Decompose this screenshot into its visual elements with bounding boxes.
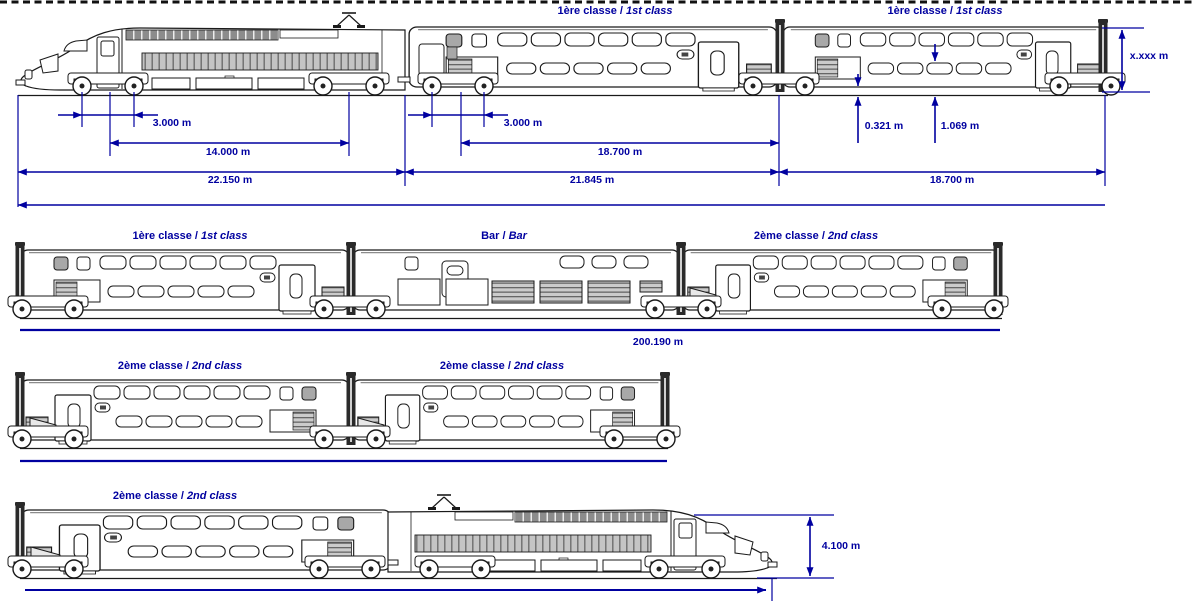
car-label-r1-coach2: 1ère classe / 1st class (888, 5, 1003, 18)
row2-drawing (7, 242, 1009, 319)
label-fr: Bar / (481, 230, 509, 242)
dimension-lines (17, 29, 1126, 594)
car-label-r3-coach1: 2ème classe / 2nd class (118, 360, 242, 373)
row3-drawing (7, 372, 681, 449)
dim-label-upper-floor-height: 1.069 m (940, 120, 980, 132)
coupler (397, 76, 411, 83)
coach-end-vent (446, 46, 458, 60)
car-label-r2-bar: Bar / Bar (481, 230, 527, 243)
rail-lines (18, 94, 1108, 580)
label-en: 1st class (201, 230, 248, 242)
dim-label-coach-height: x.xxx m (1129, 50, 1169, 62)
label-fr: 2ème classe / (117, 360, 192, 372)
dim-label-power-bogie-wheelbase: 3.000 m (152, 117, 192, 129)
dim-label-coach1-length: 21.845 m (569, 174, 615, 186)
dim-label-total-train-length: 200.190 m (632, 336, 684, 348)
car-label-r2-coach1: 1ère classe / 1st class (133, 230, 248, 243)
label-en: 2nd class (186, 490, 238, 502)
label-en: 1st class (956, 5, 1003, 17)
label-en: 2nd class (191, 360, 243, 372)
dim-label-lower-floor-height: 0.321 m (864, 120, 904, 132)
row1-drawing (15, 12, 1126, 96)
dim-label-power-car-length: 22.150 m (207, 174, 253, 186)
label-fr: 2ème classe / (753, 230, 828, 242)
car-label-r3-coach2: 2ème classe / 2nd class (440, 360, 564, 373)
dim-label-coach-bogie-spacing: 18.700 m (597, 146, 643, 158)
label-fr: 2ème classe / (439, 360, 514, 372)
car-label-r1-coach1: 1ère classe / 1st class (558, 5, 673, 18)
dim-label-coach-bogie-wheelbase: 3.000 m (503, 117, 543, 129)
label-fr: 2ème classe / (112, 490, 187, 502)
dim-label-power-bogie-spacing: 14.000 m (205, 146, 251, 158)
label-en: 1st class (626, 5, 673, 17)
dim-label-power-car-height: 4.100 m (821, 540, 861, 552)
label-en: 2nd class (827, 230, 879, 242)
coach-end-door (418, 43, 445, 76)
label-en: Bar (508, 230, 527, 242)
label-en: 2nd class (513, 360, 565, 372)
car-label-r4-coach1: 2ème classe / 2nd class (113, 490, 237, 503)
coupler (387, 559, 399, 566)
label-fr: 1ère classe / (887, 5, 957, 17)
label-fr: 1ère classe / (557, 5, 627, 17)
row4-drawing (7, 494, 778, 579)
label-fr: 1ère classe / (132, 230, 202, 242)
car-label-r2-coach3: 2ème classe / 2nd class (754, 230, 878, 243)
dim-label-coach2-length: 18.700 m (929, 174, 975, 186)
coach-r2-bar (352, 249, 680, 311)
